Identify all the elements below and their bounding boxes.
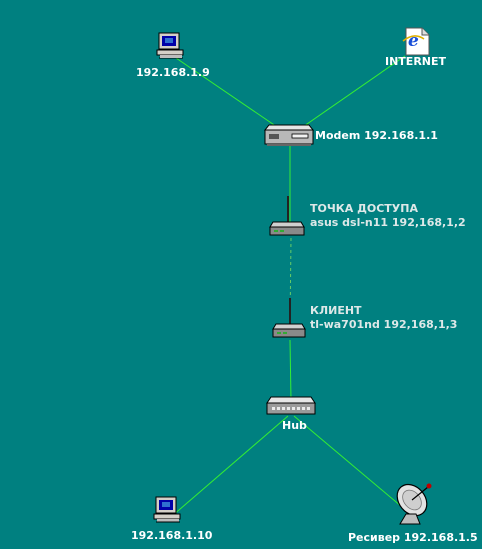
- internet-explorer-icon[interactable]: e: [402, 27, 430, 56]
- hub-label: Hub: [282, 419, 307, 432]
- computer-icon[interactable]: [153, 496, 181, 523]
- modem-icon[interactable]: [263, 124, 315, 146]
- wireless-router-icon[interactable]: [269, 196, 305, 236]
- client-role-label: КЛИЕНТ: [310, 304, 362, 317]
- satellite-dish-icon[interactable]: [391, 479, 433, 525]
- access-point-label: asus dsl-n11 192,168,1,2: [310, 216, 466, 229]
- pc-bottom-label: 192.168.1.10: [131, 529, 213, 542]
- link-hub-receiver: [293, 415, 409, 513]
- link-internet-modem: [293, 55, 406, 134]
- computer-icon[interactable]: [156, 32, 184, 59]
- pc-top-label: 192.168.1.9: [136, 66, 210, 79]
- client-label: tl-wa701nd 192,168,1,3: [310, 318, 458, 331]
- link-pc-top-modem: [175, 57, 287, 134]
- links: [171, 55, 409, 517]
- receiver-label: Ресивер 192.168.1.5: [348, 531, 478, 544]
- internet-label: INTERNET: [385, 55, 447, 68]
- hub-icon[interactable]: [266, 396, 316, 415]
- svg-text:e: e: [408, 31, 419, 51]
- modem-label: Modem 192.168.1.1: [315, 129, 438, 142]
- wireless-router-icon[interactable]: [272, 298, 306, 338]
- link-client-hub: [289, 339, 292, 401]
- link-hub-pc-bottom: [171, 415, 289, 517]
- access-point-role-label: ТОЧКА ДОСТУПА: [310, 202, 419, 215]
